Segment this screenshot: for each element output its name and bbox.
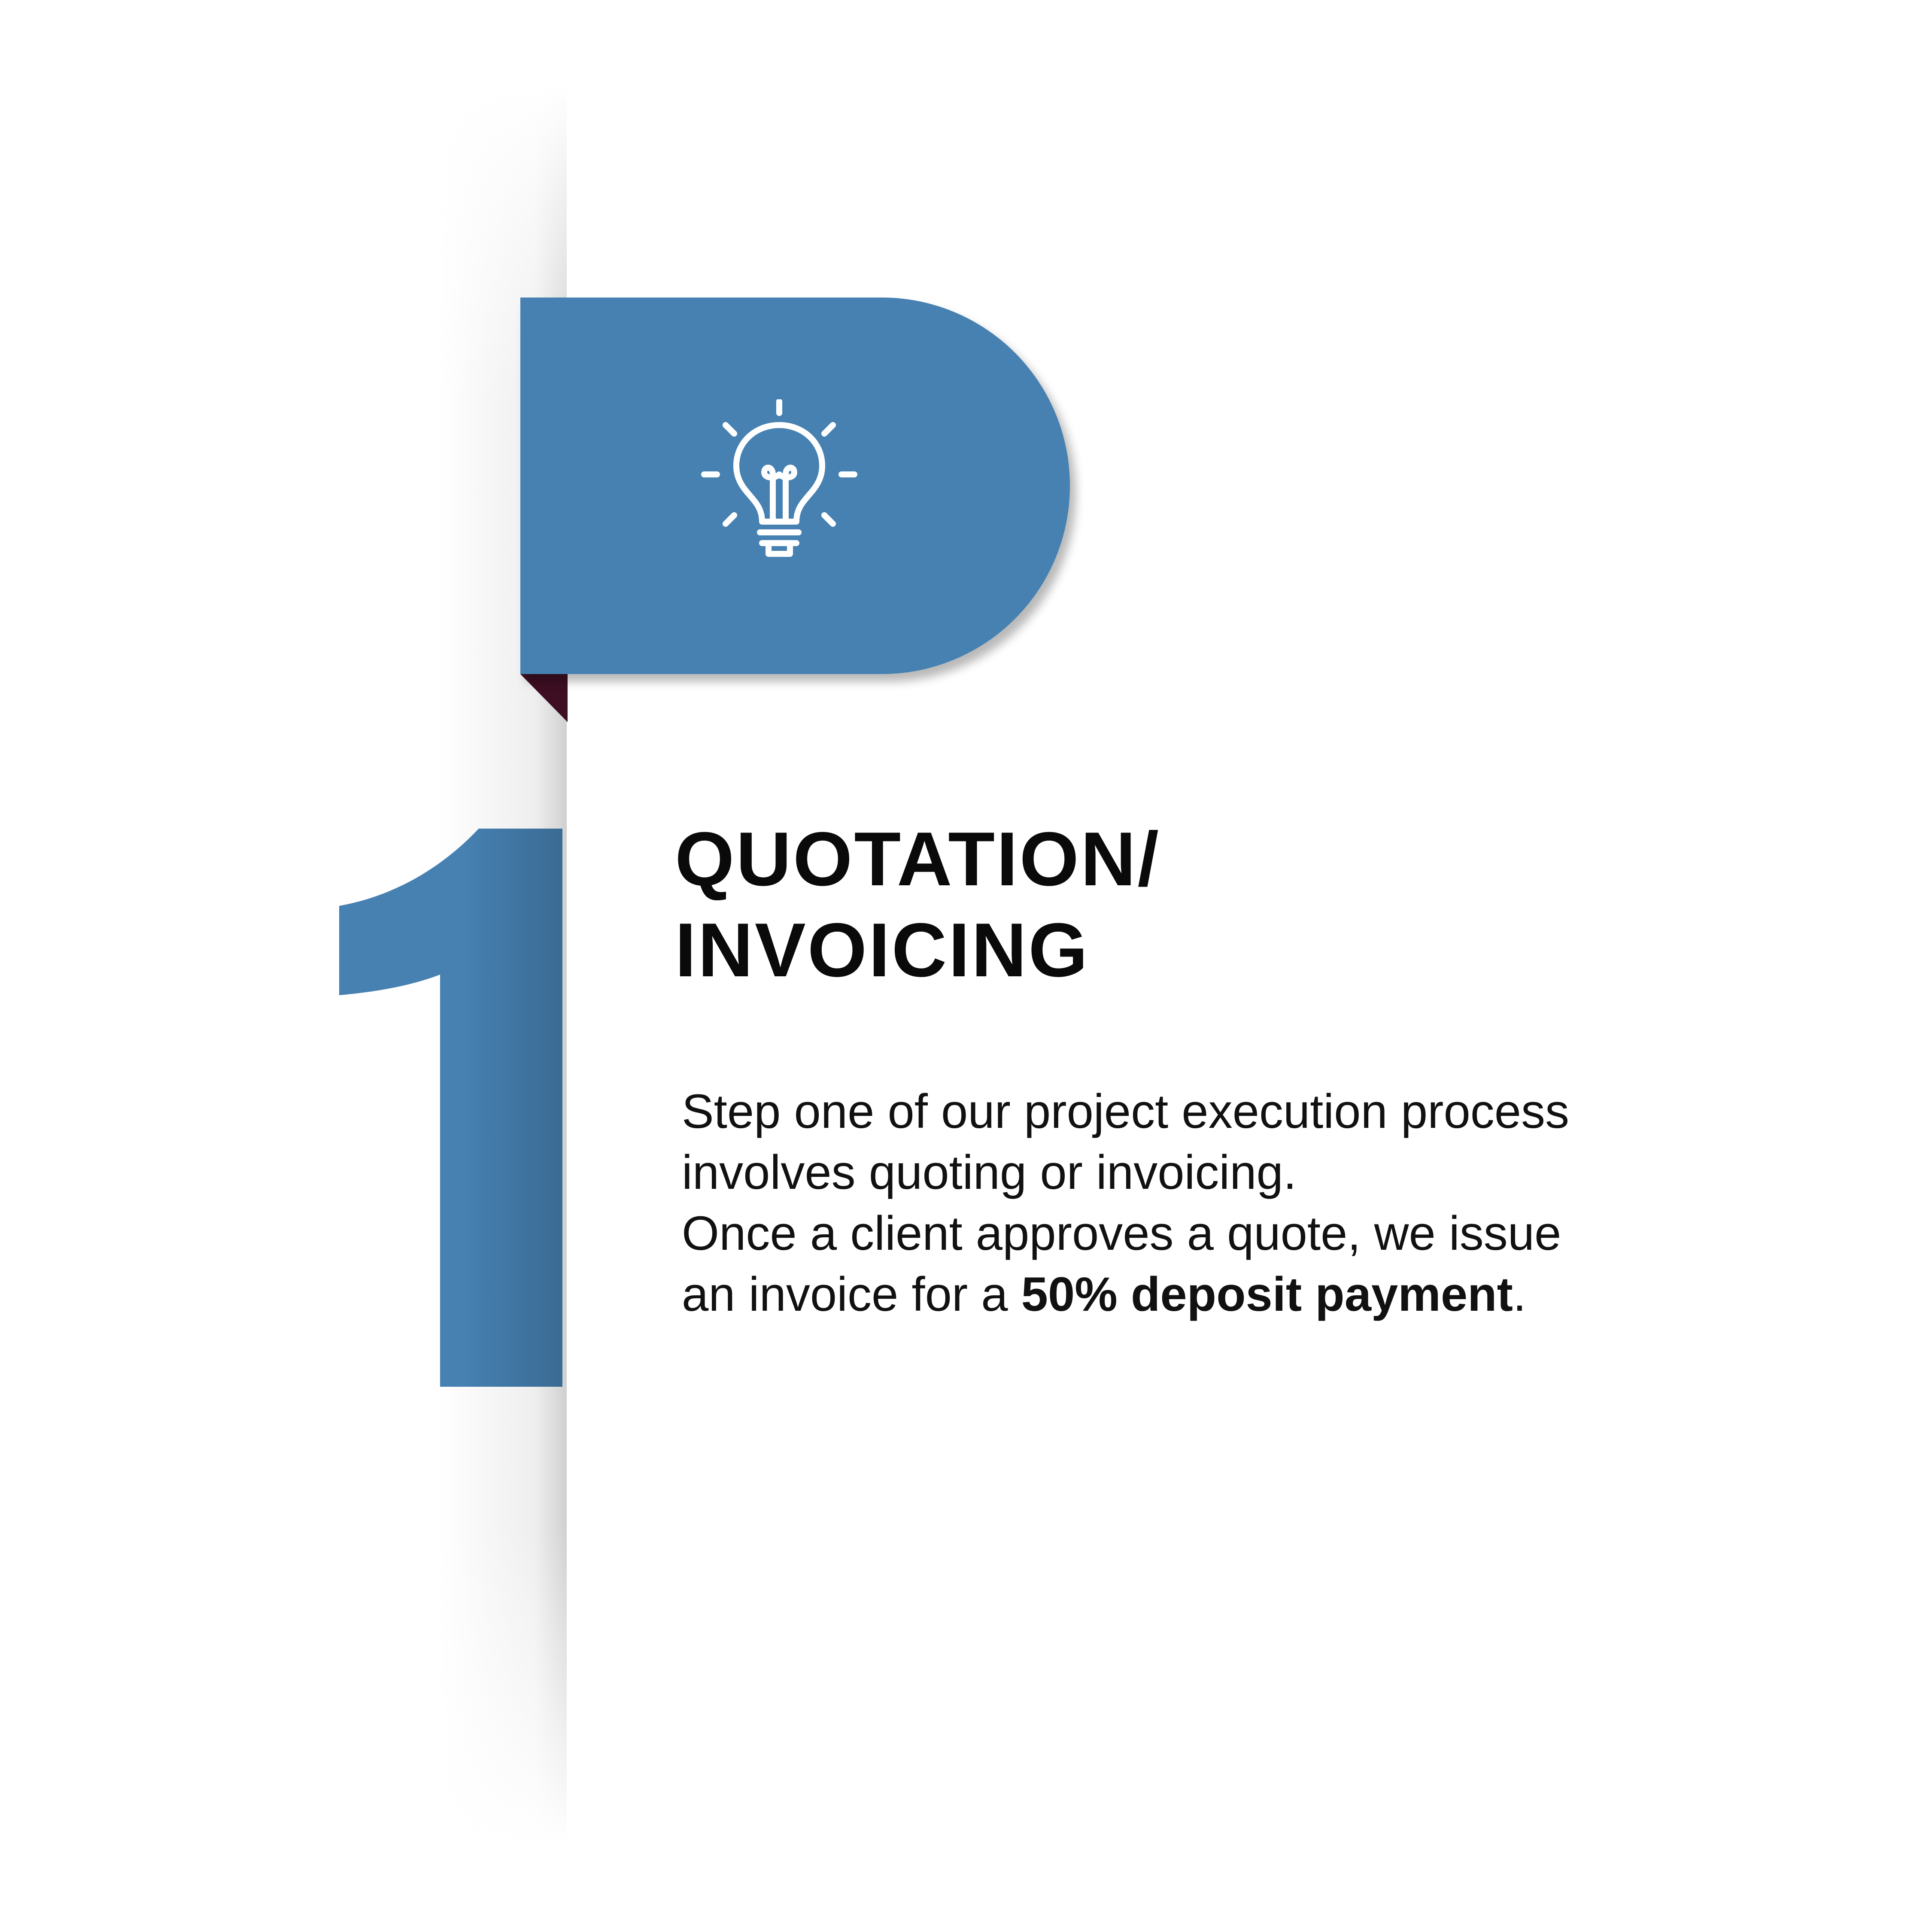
description-line3: Once a client approves a quote, we issue <box>682 1206 1561 1260</box>
step-title-line1: QUOTATION/ <box>675 816 1160 902</box>
step-title-line2: INVOICING <box>675 907 1090 993</box>
description-line4: an invoice for a 50% deposit payment. <box>682 1264 1755 1325</box>
description-line4-suffix: . <box>1513 1267 1527 1321</box>
lightbulb-icon <box>701 399 857 557</box>
description-line2: involves quoting or invoicing. <box>682 1145 1297 1199</box>
step-tab <box>520 298 1070 674</box>
step-title: QUOTATION/ INVOICING <box>675 814 1705 996</box>
description-line1: Step one of our project execution proces… <box>682 1084 1570 1138</box>
deposit-highlight: 50% deposit payment <box>1021 1267 1513 1321</box>
step-number: 1 <box>339 829 562 1387</box>
step-description: Step one of our project execution proces… <box>682 1081 1755 1325</box>
description-line4-prefix: an invoice for a <box>682 1267 1021 1321</box>
